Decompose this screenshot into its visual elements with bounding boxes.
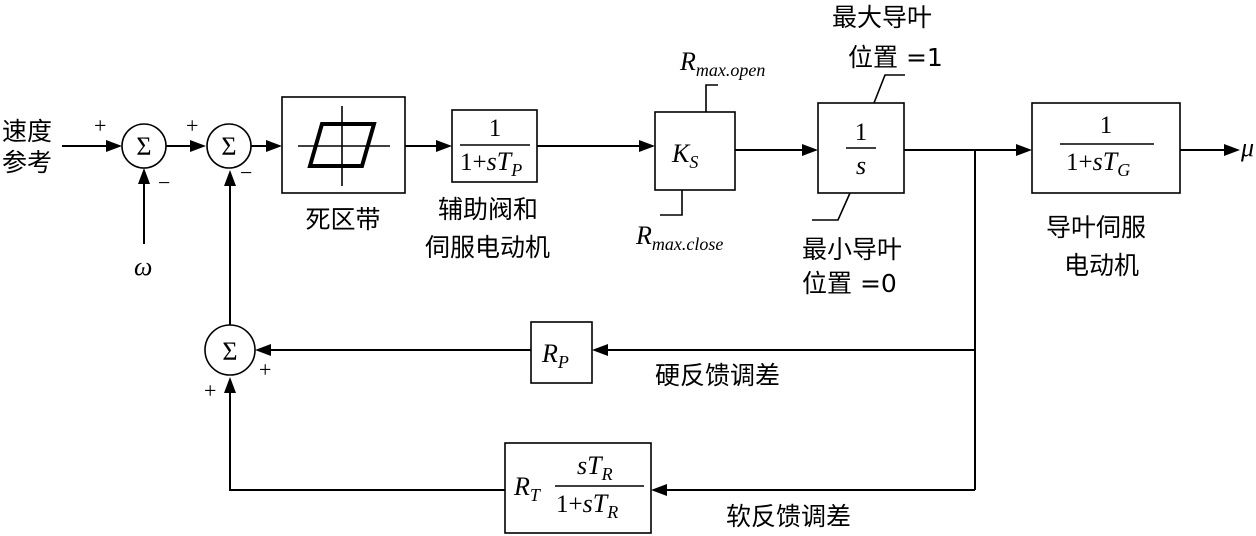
arrowhead	[224, 170, 236, 186]
aux-servo-label-line2: 伺服电动机	[425, 233, 550, 262]
sum2-sigma: Σ	[221, 132, 236, 161]
deadband-block	[281, 96, 406, 194]
gate-servo-label-line2: 电动机	[1064, 251, 1139, 280]
arrowhead	[1224, 144, 1240, 156]
arrowhead	[106, 140, 122, 152]
gate-servo-denominator: 1+sTG	[1066, 147, 1130, 180]
sum3-sigma: Σ	[222, 337, 237, 366]
rt-denominator: 1+sTR	[556, 489, 618, 522]
rmax-close-leader	[660, 190, 683, 216]
speed-reference-label-line1: 速度	[2, 117, 52, 146]
gate-servo-block	[1031, 102, 1181, 194]
rt-gain: RT	[513, 472, 542, 505]
gate-min-label-line1: 最小导叶	[802, 235, 902, 264]
arrowhead	[436, 140, 452, 152]
rmax-open-label: Rmax.open	[679, 47, 765, 80]
ks-block	[654, 111, 736, 191]
arrowhead	[224, 377, 236, 393]
rt-to-sum3-line	[229, 391, 505, 491]
sum1-minus-sign: −	[158, 170, 170, 195]
arrowhead	[138, 168, 150, 184]
rmax-open-leader	[705, 84, 718, 112]
aux-servo-numerator: 1	[489, 115, 502, 142]
sum1-plus-sign: +	[94, 113, 106, 138]
sum2-minus-sign: −	[240, 160, 252, 185]
rp-block	[530, 321, 593, 384]
gate-max-label-line2: 位置 =1	[848, 43, 943, 72]
arrowhead	[639, 140, 655, 152]
sum2-plus-sign: +	[186, 113, 198, 138]
integrator-numerator: 1	[855, 119, 868, 146]
deadband-hysteresis-icon	[307, 122, 377, 168]
ks-gain: KS	[671, 139, 698, 172]
rp-gain: RP	[541, 339, 569, 372]
aux-servo-denominator: 1+sTP	[460, 147, 522, 180]
gate-max-leader	[873, 74, 905, 104]
rmax-close-label: Rmax.close	[635, 221, 723, 254]
sum3-plus-sign-right: +	[259, 357, 271, 382]
aux-servo-label-line1: 辅助阀和	[438, 195, 538, 224]
deadband-label: 死区带	[305, 205, 380, 234]
rt-label: 软反馈调差	[726, 502, 851, 531]
arrowhead	[1016, 144, 1032, 156]
arrowhead	[255, 344, 271, 356]
rt-block	[504, 442, 652, 534]
arrowhead	[190, 140, 206, 152]
arrowhead	[651, 484, 667, 496]
gate-servo-numerator: 1	[1100, 112, 1113, 139]
gate-min-leader	[812, 192, 851, 221]
sum3-plus-sign-bottom: +	[204, 378, 216, 403]
sum1-sigma: Σ	[136, 132, 151, 161]
arrowhead	[592, 344, 608, 356]
output-mu-label: μ	[1240, 133, 1254, 162]
gate-min-label-line2: 位置 =0	[802, 269, 897, 298]
omega-label: ω	[134, 252, 152, 281]
speed-reference-label-line2: 参考	[2, 148, 52, 177]
gate-servo-label-line1: 导叶伺服	[1046, 213, 1146, 242]
arrowhead	[802, 144, 818, 156]
rt-numerator: sTR	[577, 451, 613, 484]
rp-label: 硬反馈调差	[655, 361, 780, 390]
arrowhead	[266, 140, 282, 152]
gate-max-label-line1: 最大导叶	[832, 3, 932, 32]
integrator-denominator: s	[856, 151, 866, 180]
